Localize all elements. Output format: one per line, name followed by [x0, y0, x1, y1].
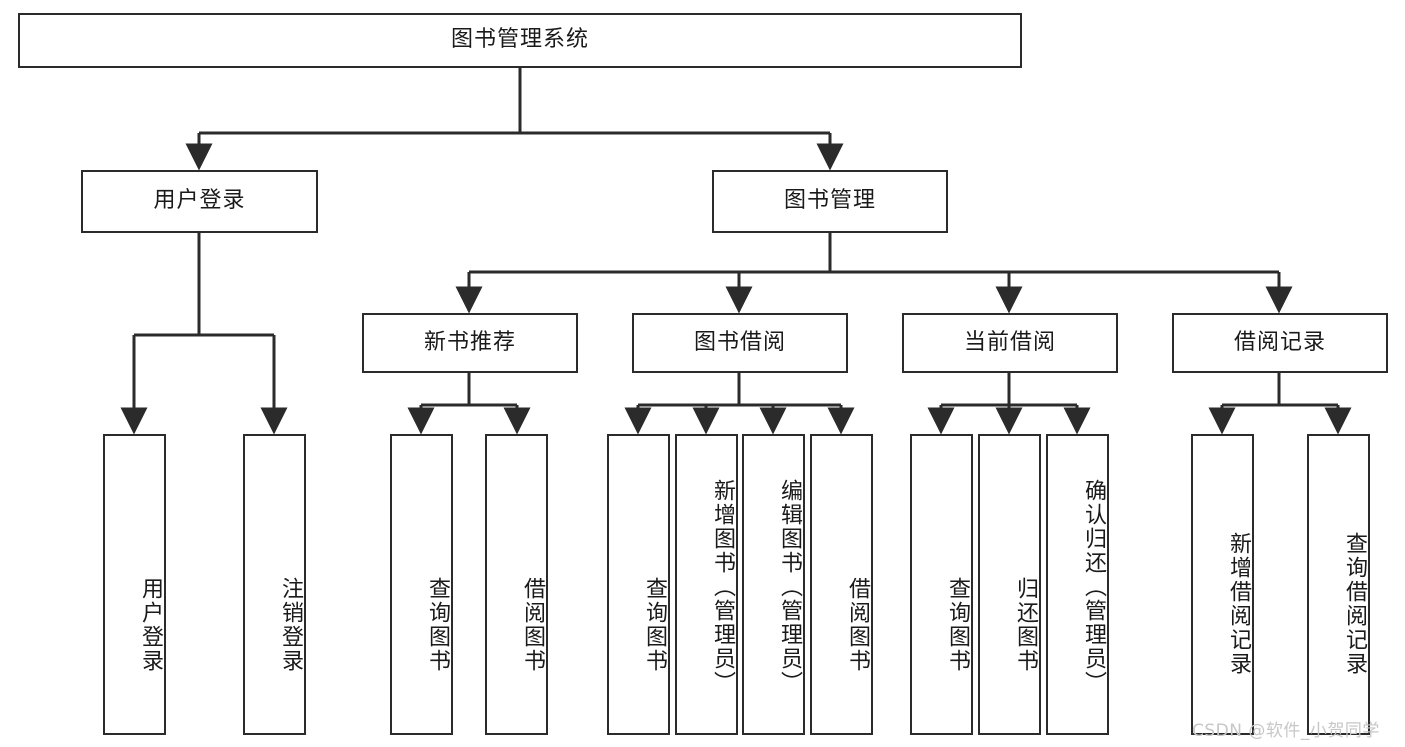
- leaf-book-borrow-1-label: 查询图书: [642, 576, 667, 673]
- node-current-borrow[interactable]: 当前借阅: [902, 313, 1118, 373]
- leaf-book-borrow-4[interactable]: 借阅图书: [810, 434, 873, 735]
- node-book-manage-label: 图书管理: [783, 188, 876, 214]
- leaf-borrow-record-1[interactable]: 新增借阅记录: [1191, 434, 1254, 735]
- leaf-borrow-record-2-label: 查询借阅记录: [1342, 531, 1367, 676]
- leaf-user-login-1-label: 用户登录: [138, 576, 163, 673]
- leaf-book-borrow-2-label: 新增图书（管理员）: [710, 478, 735, 695]
- node-new-book-rec[interactable]: 新书推荐: [362, 313, 578, 373]
- csdn-watermark: CSDN @软件_小贺同学: [1192, 721, 1380, 741]
- leaf-borrow-record-1-label: 新增借阅记录: [1226, 531, 1251, 676]
- leaf-book-borrow-4-label: 借阅图书: [845, 576, 870, 673]
- leaf-user-login-2[interactable]: 注销登录: [243, 434, 306, 735]
- node-borrow-record[interactable]: 借阅记录: [1172, 313, 1388, 373]
- leaf-current-borrow-2-label: 归还图书: [1013, 576, 1038, 673]
- leaf-current-borrow-1[interactable]: 查询图书: [910, 434, 973, 735]
- leaf-new-book-1-label: 查询图书: [425, 576, 450, 673]
- node-root-label: 图书管理系统: [450, 27, 589, 53]
- leaf-user-login-1[interactable]: 用户登录: [103, 434, 166, 735]
- node-root[interactable]: 图书管理系统: [18, 13, 1022, 68]
- node-book-borrow-label: 图书借阅: [693, 329, 786, 355]
- leaf-borrow-record-2[interactable]: 查询借阅记录: [1307, 434, 1370, 735]
- node-current-borrow-label: 当前借阅: [963, 329, 1056, 355]
- leaf-book-borrow-3[interactable]: 编辑图书（管理员）: [742, 434, 805, 735]
- node-book-manage[interactable]: 图书管理: [712, 170, 948, 233]
- leaf-current-borrow-3-label: 确认归还（管理员）: [1081, 478, 1106, 695]
- node-user-login-label: 用户登录: [153, 188, 246, 214]
- node-new-book-rec-label: 新书推荐: [423, 329, 516, 355]
- leaf-new-book-2-label: 借阅图书: [520, 576, 545, 673]
- leaf-new-book-1[interactable]: 查询图书: [390, 434, 453, 735]
- leaf-book-borrow-2[interactable]: 新增图书（管理员）: [675, 434, 738, 735]
- leaf-new-book-2[interactable]: 借阅图书: [485, 434, 548, 735]
- leaf-book-borrow-3-label: 编辑图书（管理员）: [777, 478, 802, 695]
- leaf-current-borrow-1-label: 查询图书: [945, 576, 970, 673]
- node-book-borrow[interactable]: 图书借阅: [632, 313, 848, 373]
- leaf-user-login-2-label: 注销登录: [278, 576, 303, 673]
- node-user-login[interactable]: 用户登录: [81, 170, 318, 233]
- leaf-current-borrow-2[interactable]: 归还图书: [978, 434, 1041, 735]
- leaf-book-borrow-1[interactable]: 查询图书: [607, 434, 670, 735]
- leaf-current-borrow-3[interactable]: 确认归还（管理员）: [1046, 434, 1109, 735]
- node-borrow-record-label: 借阅记录: [1233, 329, 1326, 355]
